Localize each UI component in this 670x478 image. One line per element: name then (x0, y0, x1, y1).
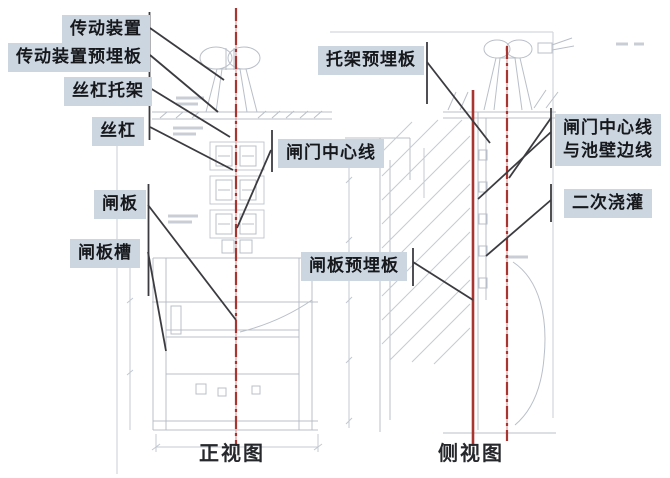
side-view-wall-hatching (381, 119, 471, 365)
front-view-micro-annotations (168, 96, 204, 224)
label-gate-plate-groove: 闸板槽 (70, 239, 140, 268)
label-screw: 丝杠 (92, 117, 144, 146)
label-bracket-embedded-plate: 托架预埋板 (318, 46, 424, 75)
sheet-border-lines (116, 31, 554, 474)
label-gate-plate-embedded-plate: 闸板预埋板 (301, 252, 407, 281)
label-centerline-and-wall-edge: 闸门中心线 与池壁边线 (555, 114, 661, 166)
callout-leader-lines (147, 12, 552, 352)
label-gate-centerline: 闸门中心线 (278, 139, 384, 168)
front-view-drawing (126, 46, 332, 452)
label-screw-bracket: 丝杠托架 (64, 77, 152, 106)
caption-side-view: 侧视图 (438, 443, 504, 465)
label-secondary-grouting: 二次浇灌 (564, 189, 652, 218)
label-transmission-device-embedded-plate: 传动装置预埋板 (8, 43, 150, 72)
side-view-drawing (345, 37, 575, 434)
label-gate-plate: 闸板 (94, 190, 146, 219)
label-transmission-device: 传动装置 (62, 15, 150, 44)
side-view-micro-annotations (505, 42, 644, 259)
caption-front-view: 正视图 (199, 443, 265, 465)
